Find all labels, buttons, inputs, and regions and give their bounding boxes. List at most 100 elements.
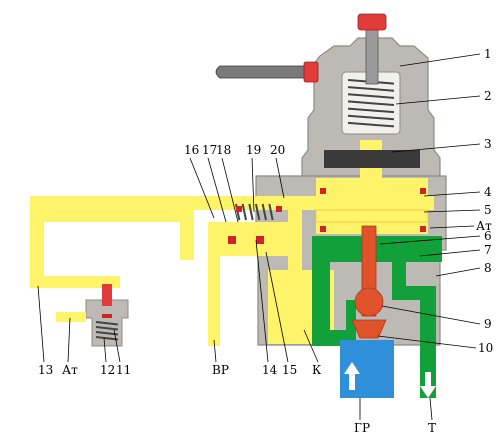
central-chamber [316,178,428,234]
callout-leader [423,209,481,213]
callout-leader [303,329,319,363]
callout-4: 4 [484,185,492,199]
spring-coil [95,326,119,331]
callout-leader [391,143,481,153]
adjusting-screw [365,25,379,85]
callout-1: 1 [484,47,492,61]
spring-coil [347,86,395,92]
piston-cavity [208,222,292,256]
callout-leader [377,335,477,349]
k-feed [288,210,302,272]
callout-leader [429,225,475,229]
callout-12: 12 [100,363,115,377]
leader-lines [37,53,481,421]
spring-coil [347,107,395,114]
callout-leader [419,249,481,257]
callout-vr: ВР [212,363,229,377]
seal-ring [276,206,282,212]
spring-coil [347,100,395,106]
lower-piston [315,209,429,223]
seal-ring [320,188,326,194]
inner-loop-channel [44,210,194,222]
callout-leader [379,235,481,245]
callout-5: 5 [484,203,492,217]
callout-8: 8 [484,261,492,275]
check-valve-port [56,312,86,322]
callout-leader [189,157,215,219]
spring-coil [347,93,395,99]
spring-coil [248,203,254,221]
callout-7: 7 [484,243,492,257]
check-valve-spring [95,321,119,341]
spring-coil [268,203,274,221]
callout-leader [275,157,285,199]
callout-leader [207,157,227,223]
spring-coil [241,203,247,221]
seals [102,188,426,318]
spring-coil [255,203,261,221]
callout-leader [221,157,239,223]
supply-arrow [344,362,360,390]
callout-k: К [312,363,322,377]
callout-leader [255,239,269,363]
callout-leader [423,191,481,197]
oil-passages [30,140,434,346]
callout-at-right: Ат [476,219,492,233]
callout-13: 13 [38,363,53,377]
callout-leader [381,305,481,325]
adjusting-cap [357,13,387,31]
spring-coil [95,331,119,336]
spring-coil [95,336,119,341]
callout-18: 18 [216,143,231,157]
callout-leader [429,397,433,421]
callout-3: 3 [484,137,492,151]
spring-coil [347,121,395,128]
callout-2: 2 [484,89,492,103]
seal-ring [420,188,426,194]
upper-piston [324,150,420,168]
callout-leader [37,285,45,363]
callout-at-left: Ат [62,363,78,377]
seal-ring [420,226,426,232]
seal-ring [236,206,242,212]
seal-ring [102,314,112,318]
callout-leader [435,267,481,277]
spring-coil [95,321,119,326]
callout-9: 9 [484,317,492,331]
handle-pivot [303,61,319,83]
callout-6: 6 [484,229,492,243]
valve-seat [351,319,387,339]
callout-leader [265,251,289,363]
callout-10: 10 [478,341,493,355]
spring-coil [347,114,395,121]
callout-leader [399,53,481,67]
lower-left-channel [30,276,120,288]
check-valve-stem [102,284,112,306]
callout-16: 16 [184,143,199,157]
callout-leader [251,157,255,213]
callout-t: Т [428,421,436,435]
callout-leader [103,337,107,363]
callout-leader [213,339,217,363]
callout-leader [113,329,121,363]
arrow-head [344,362,360,374]
spring-coil [261,203,267,221]
seal-ring [228,236,236,244]
callout-15: 15 [282,363,297,377]
callout-11: 11 [116,363,131,377]
valve-poppet [354,287,384,317]
arrow-shaft [425,372,431,388]
callout-leader [395,95,481,105]
callout-14: 14 [262,363,278,377]
release-handle [215,65,309,79]
inner-loop-down [180,210,194,260]
callout-leader [67,317,71,363]
arrow-shaft [349,372,355,390]
callout-20: 20 [270,143,285,157]
left-vertical-channel [30,196,44,288]
seal-ring [320,226,326,232]
callout-17: 17 [202,143,217,157]
return-arrow [420,372,436,398]
